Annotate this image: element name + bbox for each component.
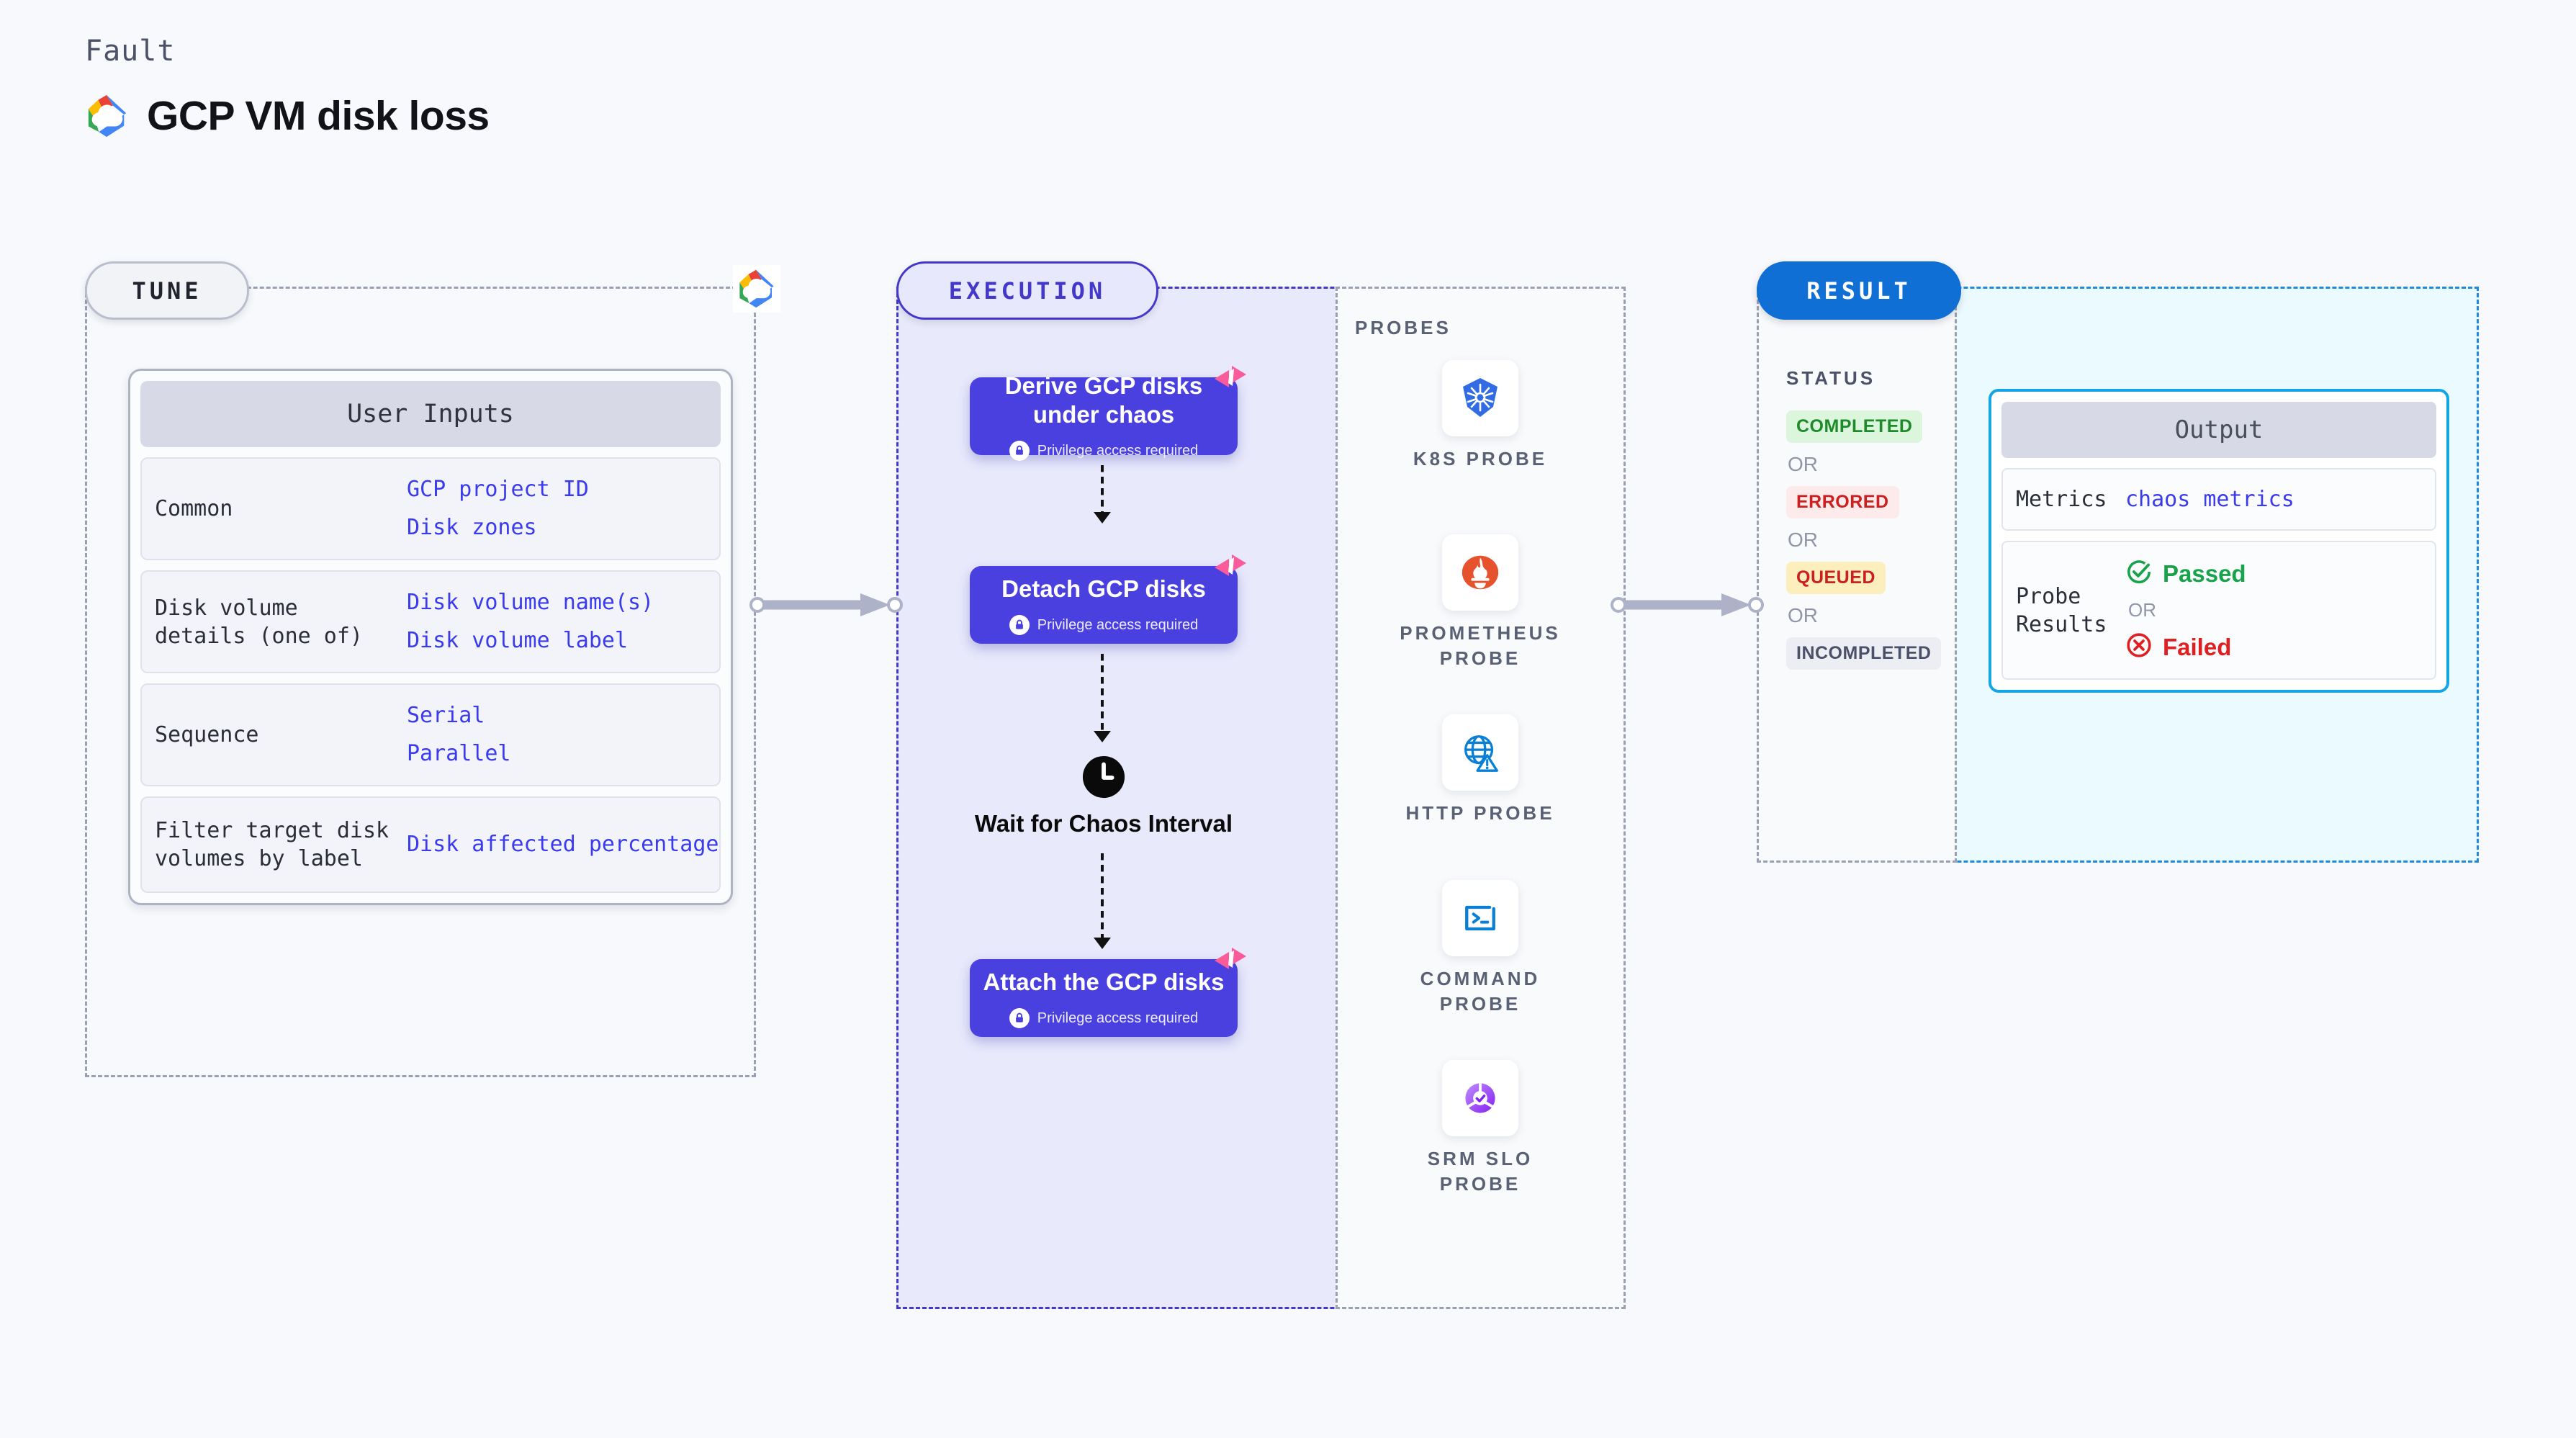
status-badge: QUEUED xyxy=(1786,562,1886,594)
input-value[interactable]: Parallel xyxy=(407,740,511,766)
check-circle-icon xyxy=(2125,558,2153,589)
privilege-text: Privilege access required xyxy=(1037,616,1199,633)
metrics-row: Metrics chaos metrics xyxy=(2001,468,2436,531)
status-list: COMPLETED OR ERRORED OR QUEUED OR INCOMP… xyxy=(1786,410,1952,670)
status-or: OR xyxy=(1788,604,1818,626)
flow-connector xyxy=(749,589,904,621)
input-values: Disk volume name(s) Disk volume label xyxy=(407,590,654,653)
wait-node: Wait for Chaos Interval xyxy=(970,755,1238,838)
litmus-logo-icon xyxy=(1210,361,1251,402)
gcp-logo-icon xyxy=(733,265,780,313)
table-row: Disk volume details (one of) Disk volume… xyxy=(140,570,721,673)
lock-icon xyxy=(1009,1008,1030,1029)
page-header: Fault GCP VM disk loss xyxy=(85,35,490,140)
status-badge: COMPLETED xyxy=(1786,410,1923,443)
input-value[interactable]: Disk volume name(s) xyxy=(407,590,654,615)
user-inputs-card: User Inputs Common GCP project ID Disk z… xyxy=(128,369,733,905)
probe-name: K8S PROBE xyxy=(1413,448,1548,469)
result-passed: Passed xyxy=(2125,558,2246,589)
passed-label: Passed xyxy=(2163,560,2246,587)
tune-pill[interactable]: TUNE xyxy=(85,261,249,320)
step-connector xyxy=(1094,465,1111,523)
probe-item[interactable]: COMMAND PROBE xyxy=(1397,880,1564,1017)
step-connector xyxy=(1094,654,1111,742)
title-row: GCP VM disk loss xyxy=(85,92,490,140)
input-label: Common xyxy=(155,496,233,521)
flow-connector xyxy=(1610,589,1765,621)
probe-name: SRM SLO PROBE xyxy=(1427,1148,1534,1195)
clock-icon xyxy=(1081,755,1126,799)
metrics-label: Metrics xyxy=(2016,487,2107,512)
probe-item[interactable]: SRM SLO PROBE xyxy=(1397,1060,1564,1197)
privilege-text: Privilege access required xyxy=(1037,1010,1199,1026)
input-label: Sequence xyxy=(155,722,259,747)
status-or: OR xyxy=(1788,529,1818,551)
http-globe-icon xyxy=(1442,714,1518,791)
probe-results-label: Probe Results xyxy=(2016,583,2107,637)
privilege-note: Privilege access required xyxy=(1009,615,1199,636)
input-value[interactable]: Disk affected percentage xyxy=(407,831,719,857)
kubernetes-icon xyxy=(1442,360,1518,436)
privilege-note: Privilege access required xyxy=(1009,1008,1199,1029)
execution-step-card[interactable]: Derive GCP disks under chaos Privilege a… xyxy=(970,366,1246,462)
input-values: Serial Parallel xyxy=(407,703,511,766)
execution-pill[interactable]: EXECUTION xyxy=(896,261,1158,320)
probes-section-label: PROBES xyxy=(1355,317,1451,338)
fault-kicker: Fault xyxy=(85,35,176,68)
input-label: Disk volume details (one of) xyxy=(155,595,363,649)
result-pill[interactable]: RESULT xyxy=(1757,261,1961,320)
step-title: Detach GCP disks xyxy=(1001,575,1206,602)
probe-item[interactable]: HTTP PROBE xyxy=(1397,714,1564,826)
probes-panel xyxy=(1336,287,1626,1309)
input-value[interactable]: Disk zones xyxy=(407,514,537,540)
execution-step-card[interactable]: Attach the GCP disks Privilege access re… xyxy=(970,948,1246,1037)
probe-name: COMMAND PROBE xyxy=(1420,968,1541,1015)
metrics-value[interactable]: chaos metrics xyxy=(2125,487,2294,512)
page-title: GCP VM disk loss xyxy=(147,93,490,139)
x-circle-icon xyxy=(2125,632,2153,662)
privilege-note: Privilege access required xyxy=(1009,441,1199,462)
probe-name: PROMETHEUS PROBE xyxy=(1400,622,1561,670)
lock-icon xyxy=(1009,441,1030,462)
privilege-text: Privilege access required xyxy=(1037,442,1199,459)
tune-panel xyxy=(85,287,756,1077)
table-row: Common GCP project ID Disk zones xyxy=(140,457,721,560)
execution-step-card[interactable]: Detach GCP disks Privilege access requir… xyxy=(970,554,1246,644)
litmus-logo-icon xyxy=(1210,550,1251,590)
user-inputs-header: User Inputs xyxy=(140,381,721,447)
probe-results-values: Passed OR Failed xyxy=(2125,558,2246,662)
step-title: Attach the GCP disks xyxy=(983,968,1225,995)
input-values: Disk affected percentage xyxy=(407,832,719,858)
output-card: Output Metrics chaos metrics Probe Resul… xyxy=(1989,389,2449,693)
gcp-logo-icon xyxy=(85,94,130,138)
probe-results-row: Probe Results Passed OR xyxy=(2001,541,2436,680)
step-connector xyxy=(1094,853,1111,949)
status-section-label: STATUS xyxy=(1786,367,1876,389)
output-header: Output xyxy=(2001,402,2436,458)
lock-icon xyxy=(1009,615,1030,636)
status-badge: ERRORED xyxy=(1786,486,1899,518)
prometheus-icon xyxy=(1442,534,1518,611)
status-badge: INCOMPLETED xyxy=(1786,637,1942,670)
input-values: GCP project ID Disk zones xyxy=(407,477,589,540)
result-or: OR xyxy=(2128,599,2156,621)
status-or: OR xyxy=(1788,453,1818,475)
probe-item[interactable]: K8S PROBE xyxy=(1397,360,1564,472)
wait-node-label: Wait for Chaos Interval xyxy=(974,810,1233,837)
result-failed: Failed xyxy=(2125,632,2246,662)
input-value[interactable]: Disk volume label xyxy=(407,627,629,653)
probe-item[interactable]: PROMETHEUS PROBE xyxy=(1397,534,1564,671)
terminal-icon xyxy=(1442,880,1518,956)
table-row: Sequence Serial Parallel xyxy=(140,683,721,786)
probe-name: HTTP PROBE xyxy=(1405,802,1555,824)
input-value[interactable]: GCP project ID xyxy=(407,477,589,502)
failed-label: Failed xyxy=(2163,633,2232,660)
litmus-logo-icon xyxy=(1210,943,1251,984)
step-title: Derive GCP disks under chaos xyxy=(1004,372,1203,428)
table-row: Filter target disk volumes by label Disk… xyxy=(140,796,721,893)
input-value[interactable]: Serial xyxy=(407,703,485,728)
srm-slo-icon xyxy=(1442,1060,1518,1136)
input-label: Filter target disk volumes by label xyxy=(155,818,389,871)
